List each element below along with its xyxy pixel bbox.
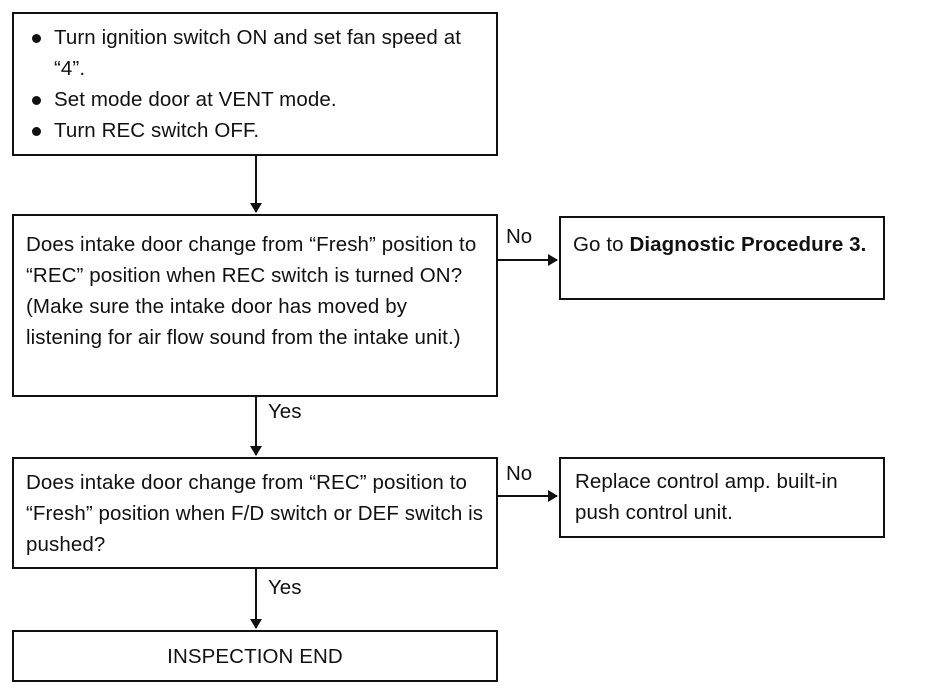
bullet-dot-icon — [32, 96, 41, 105]
question2-text: Does intake door change from “REC” posit… — [26, 471, 484, 556]
no-label-question1: No — [506, 225, 533, 248]
bullet-dot-icon — [32, 127, 41, 136]
step1-bullet-text: Turn REC switch OFF. — [54, 119, 260, 142]
step1-bullet-list: Turn ignition switch ON and set fan spee… — [20, 22, 486, 146]
question1-box: Does intake door change from “Fresh” pos… — [12, 214, 498, 397]
step1-bullet-item: Set mode door at VENT mode. — [20, 84, 486, 115]
inspection-end-text: INSPECTION END — [167, 645, 343, 668]
step1-bullet-item: Turn REC switch OFF. — [20, 115, 486, 146]
bullet-dot-icon — [32, 34, 41, 43]
result1-procedure-link-text: Diagnostic Procedure 3. — [629, 233, 867, 256]
step1-bullet-text: Set mode door at VENT mode. — [54, 88, 337, 111]
question1-text: Does intake door change from “Fresh” pos… — [26, 233, 477, 349]
question2-box: Does intake door change from “REC” posit… — [12, 457, 498, 569]
result1-prefix: Go to — [573, 233, 630, 256]
no-label-question2: No — [506, 462, 533, 485]
inspection-end-box: INSPECTION END — [12, 630, 498, 682]
result1-box: Go to Diagnostic Procedure 3. — [559, 216, 885, 300]
result2-box: Replace control amp. built-in push contr… — [559, 457, 885, 538]
step1-bullet-text: Turn ignition switch ON and set fan spee… — [54, 26, 462, 80]
step1-box: Turn ignition switch ON and set fan spee… — [12, 12, 498, 156]
step1-bullet-item: Turn ignition switch ON and set fan spee… — [20, 22, 486, 84]
result2-text: Replace control amp. built-in push contr… — [575, 470, 838, 524]
yes-label-question1: Yes — [268, 400, 302, 423]
yes-label-question2: Yes — [268, 576, 302, 599]
